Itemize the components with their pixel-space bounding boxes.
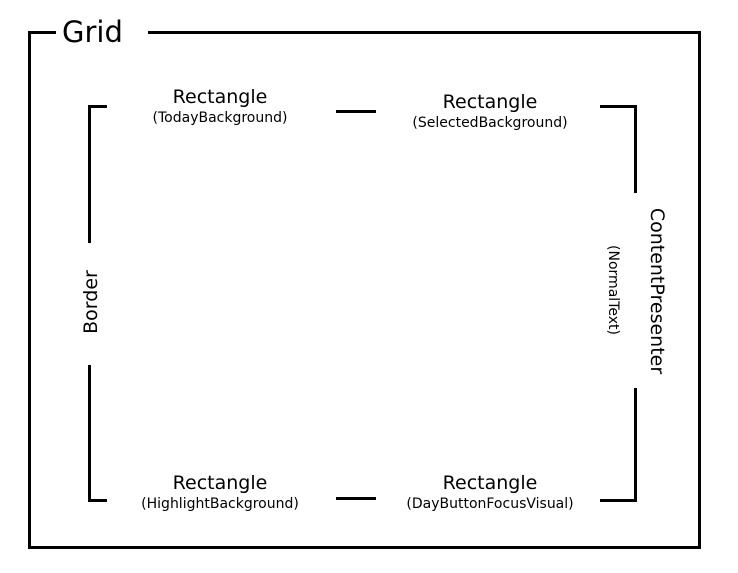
border-node-label: Border xyxy=(80,252,104,352)
node-name: Rectangle xyxy=(172,472,268,494)
node-rectangle-today-background: Rectangle (TodayBackground) xyxy=(120,86,320,127)
grid-frame-top-right-run xyxy=(148,31,701,34)
grid-title: Grid xyxy=(62,15,123,49)
node-name: Rectangle xyxy=(442,472,538,494)
node-state: (TodayBackground) xyxy=(152,110,288,126)
contentpresenter-bracket-upper-vertical xyxy=(634,105,637,193)
contentpresenter-node-name-wrap: ContentPresenter xyxy=(644,191,668,391)
node-rectangle-selected-background: Rectangle (SelectedBackground) xyxy=(388,91,592,132)
contentpresenter-node-state: (NormalText) xyxy=(605,245,621,335)
border-bracket-bottom-arm xyxy=(88,499,107,502)
contentpresenter-node-name: ContentPresenter xyxy=(646,207,668,375)
contentpresenter-bracket-top-arm xyxy=(600,105,637,108)
node-state: (HighlightBackground) xyxy=(141,496,299,512)
top-connector-line xyxy=(336,110,376,113)
node-state: (DayButtonFocusVisual) xyxy=(406,496,574,512)
grid-frame-top-left-stub xyxy=(28,31,56,34)
border-bracket-lower-vertical xyxy=(88,365,91,502)
contentpresenter-bracket-lower-vertical xyxy=(634,388,637,502)
border-bracket-top-arm xyxy=(88,105,107,108)
bottom-connector-line xyxy=(336,497,376,500)
node-name: Rectangle xyxy=(442,91,538,113)
contentpresenter-node-state-wrap: (NormalText) xyxy=(604,210,624,370)
grid-frame-left xyxy=(28,31,31,549)
node-rectangle-daybutton-focus-visual: Rectangle (DayButtonFocusVisual) xyxy=(388,472,592,513)
node-rectangle-highlight-background: Rectangle (HighlightBackground) xyxy=(118,472,322,513)
grid-frame-bottom xyxy=(28,546,701,549)
node-state: (SelectedBackground) xyxy=(412,115,568,131)
contentpresenter-bracket-bottom-arm xyxy=(600,499,637,502)
grid-frame-right xyxy=(698,31,701,549)
border-bracket-upper-vertical xyxy=(88,105,91,243)
node-name: Rectangle xyxy=(172,86,268,108)
border-node-name: Border xyxy=(80,270,102,334)
